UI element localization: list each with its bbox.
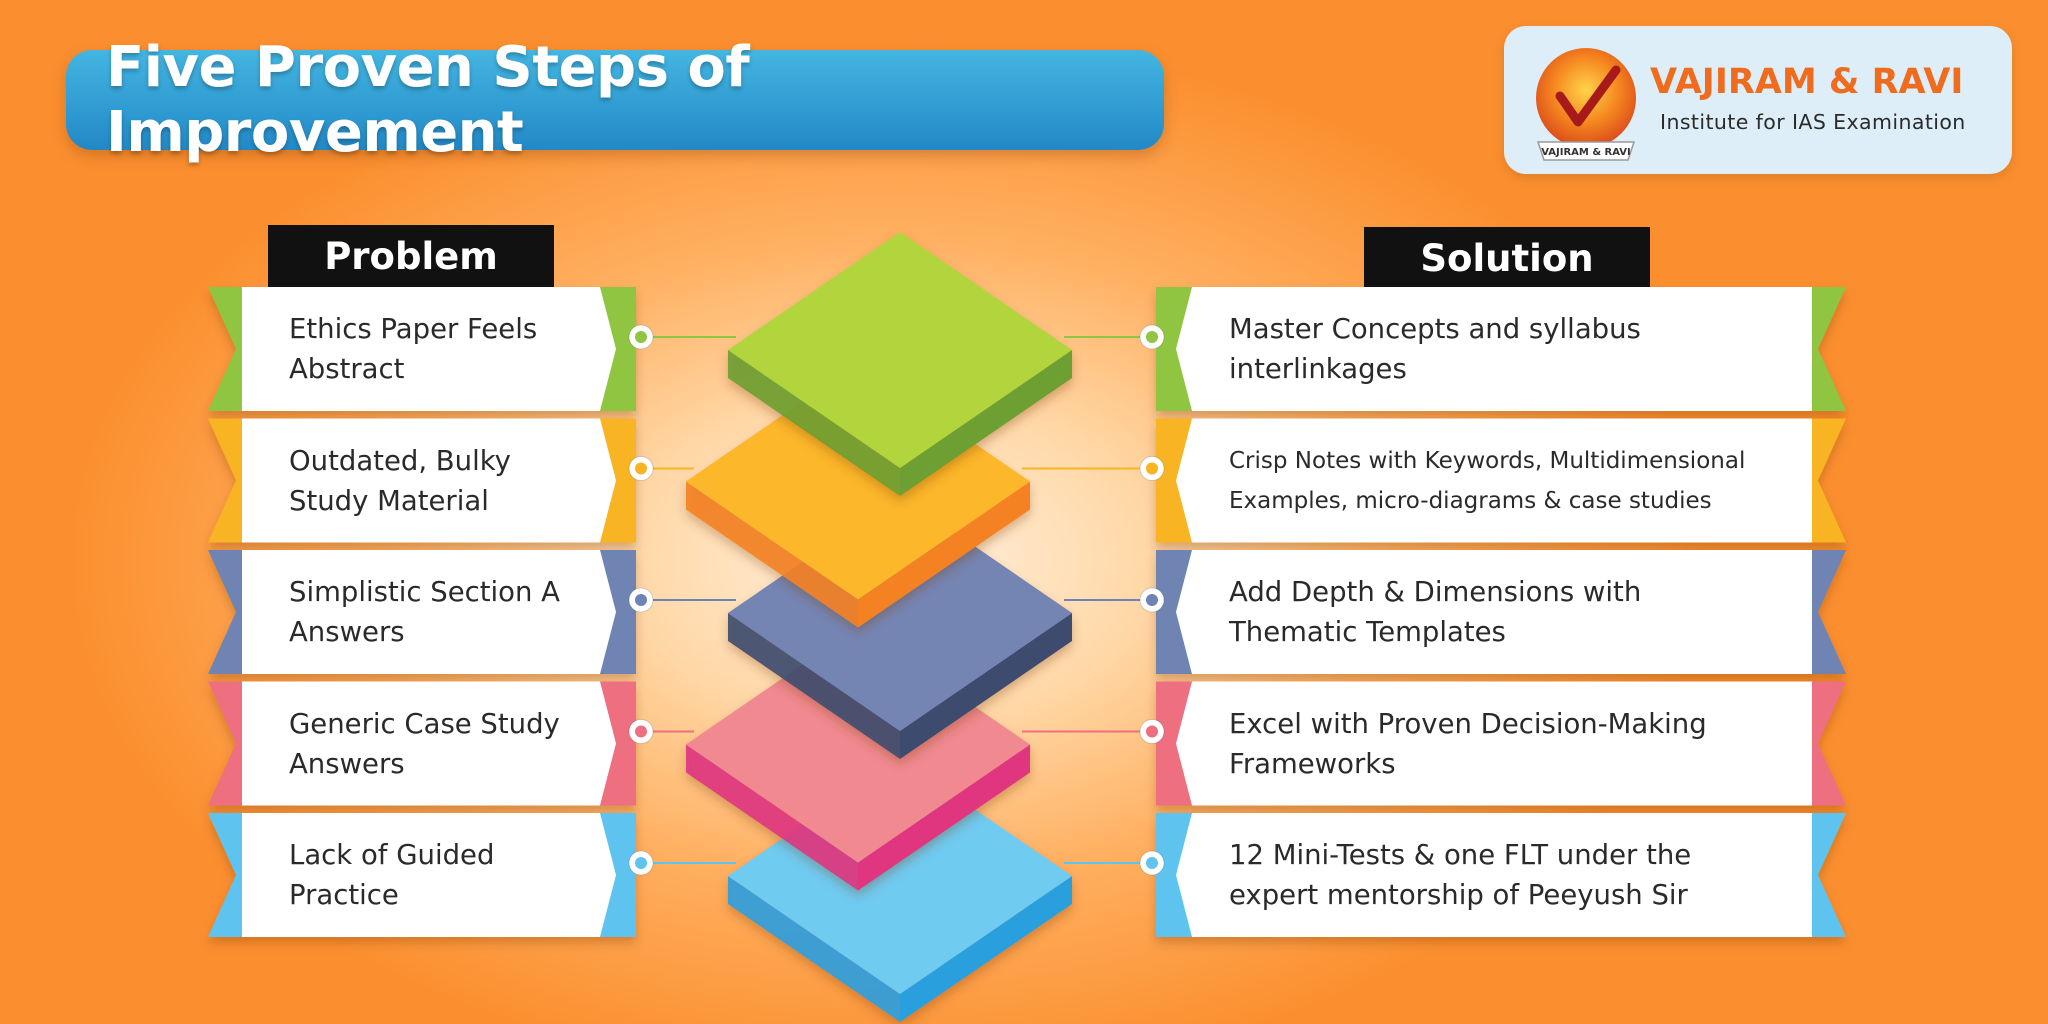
problem-card	[242, 550, 616, 674]
problem-text-line: Generic Case Study	[289, 707, 560, 740]
step-row	[208, 418, 1846, 543]
logo-name: VAJIRAM & RAVI	[1650, 62, 1964, 102]
problem-text: Simplistic Section A Answers	[289, 572, 560, 652]
connector-dot-center	[1146, 594, 1158, 606]
connector-dot-center	[1146, 857, 1158, 869]
problem-card	[242, 813, 616, 937]
prism-left-face	[686, 481, 858, 628]
connector-dot-center	[1146, 331, 1158, 343]
prism-right-face	[900, 876, 1072, 1022]
step-row	[208, 550, 1846, 674]
solution-text-line: Frameworks	[1229, 747, 1396, 780]
logo-tagline: Institute for IAS Examination	[1660, 110, 1966, 134]
prism-right-face	[900, 350, 1072, 496]
prism-right-face	[858, 744, 1030, 891]
solution-card	[1176, 287, 1812, 411]
problem-text-line: Answers	[289, 616, 405, 648]
problem-card	[242, 418, 616, 543]
solution-text-line: Excel with Proven Decision-Making	[1229, 707, 1707, 740]
connector-dot-center	[635, 857, 647, 869]
problem-text-line: Study Material	[289, 484, 489, 517]
problem-text-line: Lack of Guided	[289, 839, 495, 871]
connector-dot-center	[635, 462, 647, 475]
solution-text-line: 12 Mini-Tests & one FLT under the	[1229, 839, 1692, 871]
problem-text-line: Simplistic Section A	[289, 576, 560, 608]
problem-header: Problem	[268, 225, 554, 287]
prism-left-face	[728, 613, 900, 759]
connector-dot-center	[635, 725, 647, 738]
connector-dot-center	[635, 594, 647, 606]
connector-dot-center	[1146, 462, 1158, 475]
step-row	[208, 813, 1846, 937]
problem-text-line: Practice	[289, 879, 399, 911]
problem-text-line: Ethics Paper Feels	[289, 313, 538, 345]
prism-left-face	[686, 744, 858, 891]
step-prism	[728, 232, 1072, 496]
solution-text-line: expert mentorship of Peeyush Sir	[1229, 879, 1688, 911]
solution-header: Solution	[1364, 227, 1650, 289]
solution-card	[1176, 681, 1812, 806]
solution-card	[1176, 418, 1812, 543]
solution-text-line: Crisp Notes with Keywords, Multidimensio…	[1229, 447, 1746, 474]
solution-text: Crisp Notes with Keywords, Multidimensio…	[1229, 441, 1745, 521]
solution-card	[1176, 813, 1812, 937]
problem-text-line: Answers	[289, 747, 405, 780]
prism-top-face	[728, 232, 1072, 468]
connector-dot-center	[635, 331, 647, 343]
solution-text-line: Thematic Templates	[1229, 616, 1506, 648]
logo-emblem-icon: VAJIRAM & RAVI	[1536, 48, 1636, 161]
connector-dot-center	[1146, 725, 1158, 738]
step-row	[208, 681, 1846, 806]
solution-text: 12 Mini-Tests & one FLT under the expert …	[1229, 835, 1691, 915]
logo: VAJIRAM & RAVI VAJIRAM & RAVI Institute …	[1504, 26, 2012, 174]
step-row	[208, 287, 1846, 411]
solution-text: Master Concepts and syllabus interlinkage…	[1229, 309, 1641, 389]
solution-card	[1176, 550, 1812, 674]
solution-text-line: interlinkages	[1229, 353, 1407, 385]
solution-text-line: Master Concepts and syllabus	[1229, 313, 1641, 345]
page-title: Five Proven Steps of Improvement	[106, 35, 750, 165]
prism-left-face	[728, 350, 900, 496]
problem-text-line: Abstract	[289, 353, 405, 385]
problem-card	[242, 681, 616, 806]
title-banner: Five Proven Steps of Improvement	[66, 35, 1164, 165]
solution-text-line: Examples, micro-diagrams & case studies	[1229, 487, 1712, 514]
prism-right-face	[900, 613, 1072, 759]
prism-left-face	[728, 876, 900, 1022]
logo-seal-text: VAJIRAM & RAVI	[1541, 147, 1631, 158]
problem-text-line: Outdated, Bulky	[289, 444, 511, 477]
prism-right-face	[858, 481, 1030, 628]
problem-card	[242, 287, 616, 411]
solution-text-line: Add Depth & Dimensions with	[1229, 576, 1642, 608]
